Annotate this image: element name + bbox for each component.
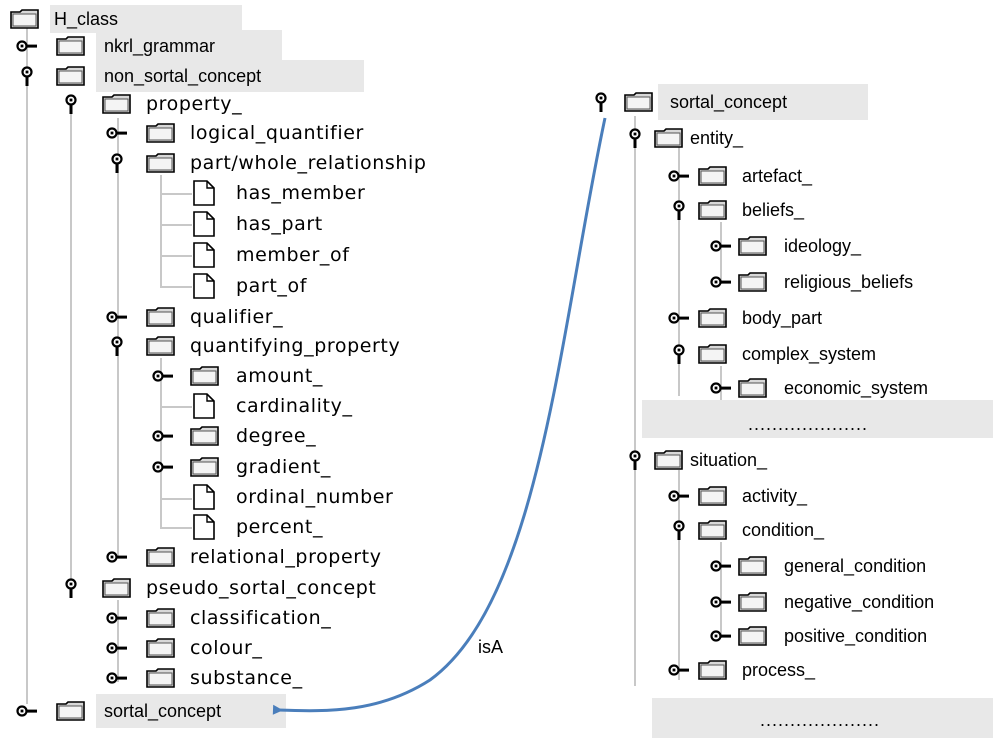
- tree-line: [160, 255, 192, 257]
- node-label: substance_: [190, 667, 303, 689]
- node-label: entity_: [690, 128, 744, 148]
- ellipsis-text: ....................: [748, 414, 869, 434]
- tree-line: [160, 286, 192, 288]
- node-label: situation_: [690, 450, 768, 470]
- node-label: has_part: [236, 213, 323, 235]
- sortal-left-highlight: [96, 694, 286, 728]
- node-label: artefact_: [742, 166, 813, 186]
- tree-line: [720, 222, 722, 284]
- tree-line: [26, 24, 28, 704]
- tree-line: [720, 366, 722, 400]
- tree-line: [678, 146, 680, 396]
- tree-line: [160, 175, 162, 287]
- root-highlight: [50, 5, 242, 33]
- nkrl-grammar-highlight: [96, 30, 282, 60]
- node-label: part_of: [236, 275, 307, 297]
- node-label: degree_: [236, 425, 317, 447]
- node-label: negative_condition: [784, 592, 935, 612]
- node-label: H_class: [54, 9, 119, 29]
- node-label: property_: [146, 93, 243, 115]
- node-label: cardinality_: [236, 395, 353, 417]
- node-label: positive_condition: [784, 626, 928, 646]
- node-label: has_member: [236, 182, 366, 204]
- isa-label: isA: [478, 637, 504, 657]
- tree-line: [117, 600, 119, 682]
- node-label: percent_: [236, 516, 324, 538]
- ellipsis-1-highlight: [642, 400, 993, 438]
- node-label: relational_property: [190, 546, 382, 568]
- node-label: sortal_concept: [670, 92, 788, 112]
- node-label: non_sortal_concept: [104, 66, 262, 86]
- node-label: part/whole_relationship: [190, 152, 427, 174]
- node-label: ideology_: [784, 236, 862, 256]
- sortal-right-highlight: [658, 84, 868, 120]
- tree-line: [678, 470, 680, 680]
- tree-line: [160, 193, 192, 195]
- node-label: condition_: [742, 520, 825, 540]
- node-label: general_condition: [784, 556, 927, 576]
- tree-line: [70, 104, 72, 584]
- tree-line: [160, 527, 192, 529]
- tree-line: [634, 116, 636, 686]
- tree-line: [160, 406, 192, 408]
- node-label: logical_quantifier: [190, 122, 364, 144]
- node-label: ordinal_number: [236, 486, 394, 508]
- node-label: process_: [742, 660, 816, 680]
- tree-line: [720, 542, 722, 638]
- node-label: complex_system: [742, 344, 877, 364]
- tree-line: [160, 498, 192, 500]
- node-label: colour_: [190, 637, 263, 659]
- node-label: member_of: [236, 244, 350, 266]
- node-label: pseudo_sortal_concept: [146, 577, 377, 599]
- node-label: economic_system: [784, 378, 929, 398]
- node-label: religious_beliefs: [784, 272, 914, 292]
- node-label: nkrl_grammar: [104, 36, 216, 56]
- node-label: sortal_concept: [104, 701, 222, 721]
- node-label: body_part: [742, 308, 823, 328]
- ellipsis-2-highlight: [652, 698, 993, 738]
- node-label: amount_: [236, 365, 324, 387]
- tree-line: [160, 224, 192, 226]
- node-label: beliefs_: [742, 200, 805, 220]
- node-label: activity_: [742, 486, 808, 506]
- node-label: classification_: [190, 607, 332, 629]
- node-label: qualifier_: [190, 306, 284, 328]
- ellipsis-text: ....................: [760, 710, 881, 730]
- node-label: gradient_: [236, 456, 331, 478]
- tree-line: [160, 358, 162, 528]
- node-label: quantifying_property: [190, 335, 401, 357]
- non-sortal-highlight: [96, 60, 364, 92]
